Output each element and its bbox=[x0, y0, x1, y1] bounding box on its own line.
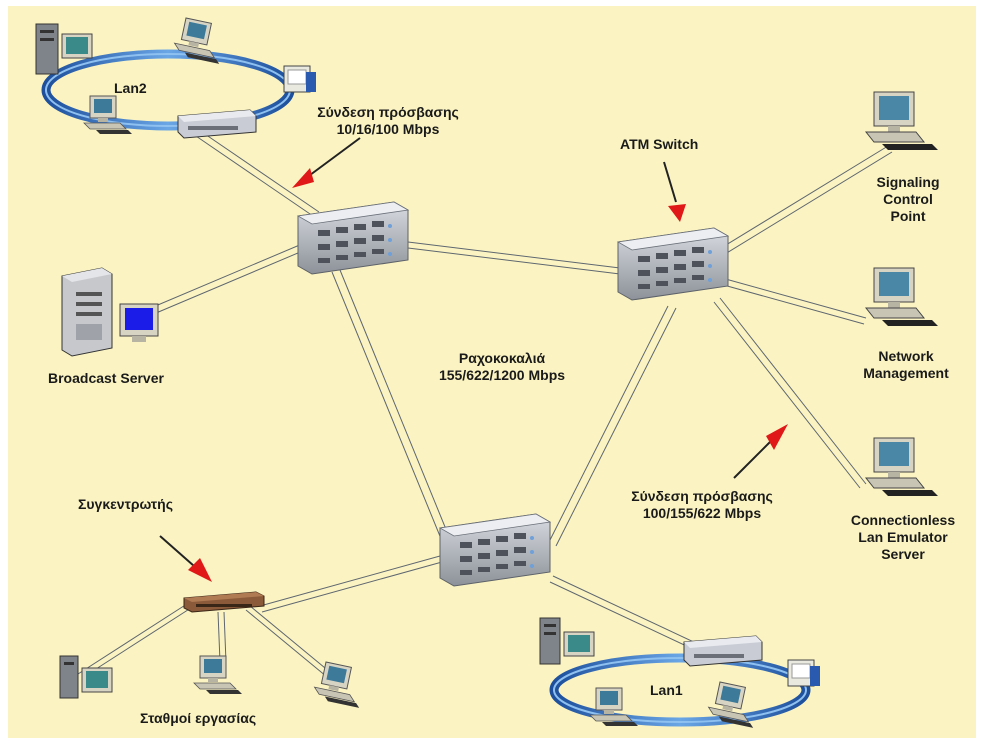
backbone-line2: 155/622/1200 Mbps bbox=[438, 367, 566, 383]
atm-switch-icon bbox=[297, 201, 409, 275]
access-link-top-line2: 10/16/100 Mbps bbox=[336, 121, 440, 137]
diagram-canvas: Lan2 Σύνδεση πρόσβασης 10/16/100 Mbps AT… bbox=[8, 6, 976, 738]
workstation-tower-icon bbox=[59, 655, 113, 699]
lan1-ring bbox=[549, 653, 811, 727]
lan2-tower-pc-icon bbox=[35, 23, 93, 75]
lan1-tower-pc-icon bbox=[539, 617, 595, 665]
cl-line3: Server bbox=[881, 546, 925, 562]
network-diagram-svg bbox=[35, 16, 939, 729]
lan2-label: Lan2 bbox=[114, 80, 147, 96]
broadcast-monitor-icon bbox=[119, 303, 159, 342]
network-line2: Management bbox=[863, 365, 949, 381]
lan1-pc-icon bbox=[589, 687, 639, 727]
network-management-label: Network Management bbox=[850, 348, 962, 382]
concentrator-hub-icon bbox=[183, 591, 265, 613]
broadcast-server-label: Broadcast Server bbox=[48, 370, 164, 386]
access-link-top-line1: Σύνδεση πρόσβασης bbox=[317, 104, 459, 120]
lan2-pc-icon bbox=[83, 95, 133, 135]
atm-switch-label: ATM Switch bbox=[620, 136, 699, 152]
access-link-bottom-label: Σύνδεση πρόσβασης 100/155/622 Mbps bbox=[612, 488, 792, 522]
signaling-control-point-label: Signaling Control Point bbox=[866, 174, 950, 225]
signaling-line2: Control bbox=[883, 191, 933, 207]
signaling-line1: Signaling bbox=[876, 174, 940, 190]
atm-switch-icon bbox=[439, 513, 551, 587]
red-arrow-icon bbox=[159, 535, 212, 582]
signaling-line3: Point bbox=[890, 208, 926, 224]
lan2-printer-icon bbox=[283, 65, 316, 93]
lan1-label: Lan1 bbox=[650, 682, 683, 698]
access-link-bottom-line1: Σύνδεση πρόσβασης bbox=[631, 488, 773, 504]
lan2-hub-icon bbox=[177, 109, 257, 139]
lan1-printer-icon bbox=[787, 659, 820, 687]
tower-server-icon bbox=[61, 267, 113, 357]
access-link-bottom-line2: 100/155/622 Mbps bbox=[642, 505, 762, 521]
lan-emulator-pc-icon bbox=[865, 437, 939, 497]
signaling-pc-icon bbox=[865, 91, 939, 151]
backbone-line1: Ραχοκοκαλιά bbox=[458, 350, 546, 366]
workstations-label: Σταθμοί εργασίας bbox=[140, 710, 257, 726]
network-links bbox=[77, 129, 893, 687]
lan1-hub-icon bbox=[683, 635, 763, 667]
workstation-pc-icon bbox=[311, 660, 368, 709]
network-management-pc-icon bbox=[865, 267, 939, 327]
red-arrow-icon bbox=[292, 137, 361, 188]
network-line1: Network bbox=[878, 348, 934, 364]
lan-emulator-server-label: Connectionless Lan Emulator Server bbox=[838, 512, 968, 563]
cl-line2: Lan Emulator bbox=[858, 529, 948, 545]
red-arrow-icon bbox=[733, 424, 788, 479]
access-link-top-label: Σύνδεση πρόσβασης 10/16/100 Mbps bbox=[298, 104, 478, 138]
red-arrow-icon bbox=[663, 161, 686, 222]
workstation-pc-icon bbox=[193, 655, 243, 695]
backbone-label: Ραχοκοκαλιά 155/622/1200 Mbps bbox=[412, 350, 592, 384]
concentrator-label: Συγκεντρωτής bbox=[78, 496, 173, 512]
cl-line1: Connectionless bbox=[850, 512, 956, 528]
atm-switch-icon bbox=[617, 227, 729, 301]
